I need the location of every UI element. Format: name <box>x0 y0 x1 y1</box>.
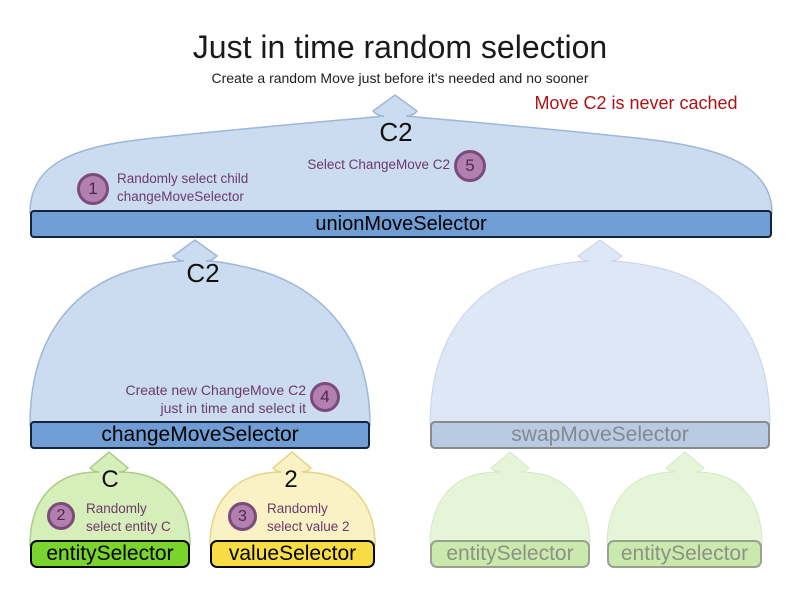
faded-entity-funnel-2-shape <box>606 451 763 546</box>
step-2-line-2: select entity C <box>86 519 171 534</box>
faded-entity-funnel-1-shape <box>429 451 591 546</box>
entity-cache-label: C <box>101 466 119 493</box>
union-funnel-shape <box>29 94 773 214</box>
step-2-badge: 2 <box>47 502 75 530</box>
step-2-line-1: Randomly <box>86 501 147 516</box>
page-title: Just in time random selection <box>192 29 608 65</box>
note-never-cached: Move C2 is never cached <box>534 93 738 113</box>
union-cache-label: C2 <box>379 117 413 147</box>
union-move-selector-bar: unionMoveSelector <box>30 210 772 238</box>
step-1-line-1: Randomly select child <box>117 171 249 186</box>
step-4-line-1: Create new ChangeMove C2 <box>125 382 306 398</box>
step-5-text: Select ChangeMove C2 <box>307 157 450 172</box>
step-4-line-2: just in time and select it <box>160 400 306 416</box>
change-move-selector-bar: changeMoveSelector <box>30 421 370 449</box>
value-selector-bar: valueSelector <box>210 540 375 568</box>
step-5-badge: 5 <box>454 150 486 182</box>
step-4-badge: 4 <box>310 382 340 412</box>
swap-move-selector-bar: swapMoveSelector <box>430 421 770 449</box>
step-2-text: Randomly select entity C <box>86 500 171 536</box>
step-4-text: Create new ChangeMove C2 just in time an… <box>110 381 306 417</box>
faded-entity-selector-bar-1: entitySelector <box>430 540 590 568</box>
step-1-text: Randomly select child changeMoveSelector <box>117 170 248 206</box>
entity-selector-bar: entitySelector <box>30 540 190 568</box>
step-3-line-2: select value 2 <box>267 519 350 534</box>
step-1-line-2: changeMoveSelector <box>117 189 244 204</box>
step-3-text: Randomly select value 2 <box>267 500 350 536</box>
step-3-badge: 3 <box>228 502 257 531</box>
step-1-badge: 1 <box>77 173 109 205</box>
step-3-line-1: Randomly <box>267 501 328 516</box>
swap-funnel-shape <box>429 239 771 426</box>
change-cache-label: C2 <box>186 258 220 288</box>
value-cache-label: 2 <box>284 466 298 493</box>
faded-entity-selector-bar-2: entitySelector <box>607 540 762 568</box>
change-funnel-shape <box>29 239 371 426</box>
page-subtitle: Create a random Move just before it's ne… <box>211 70 589 86</box>
